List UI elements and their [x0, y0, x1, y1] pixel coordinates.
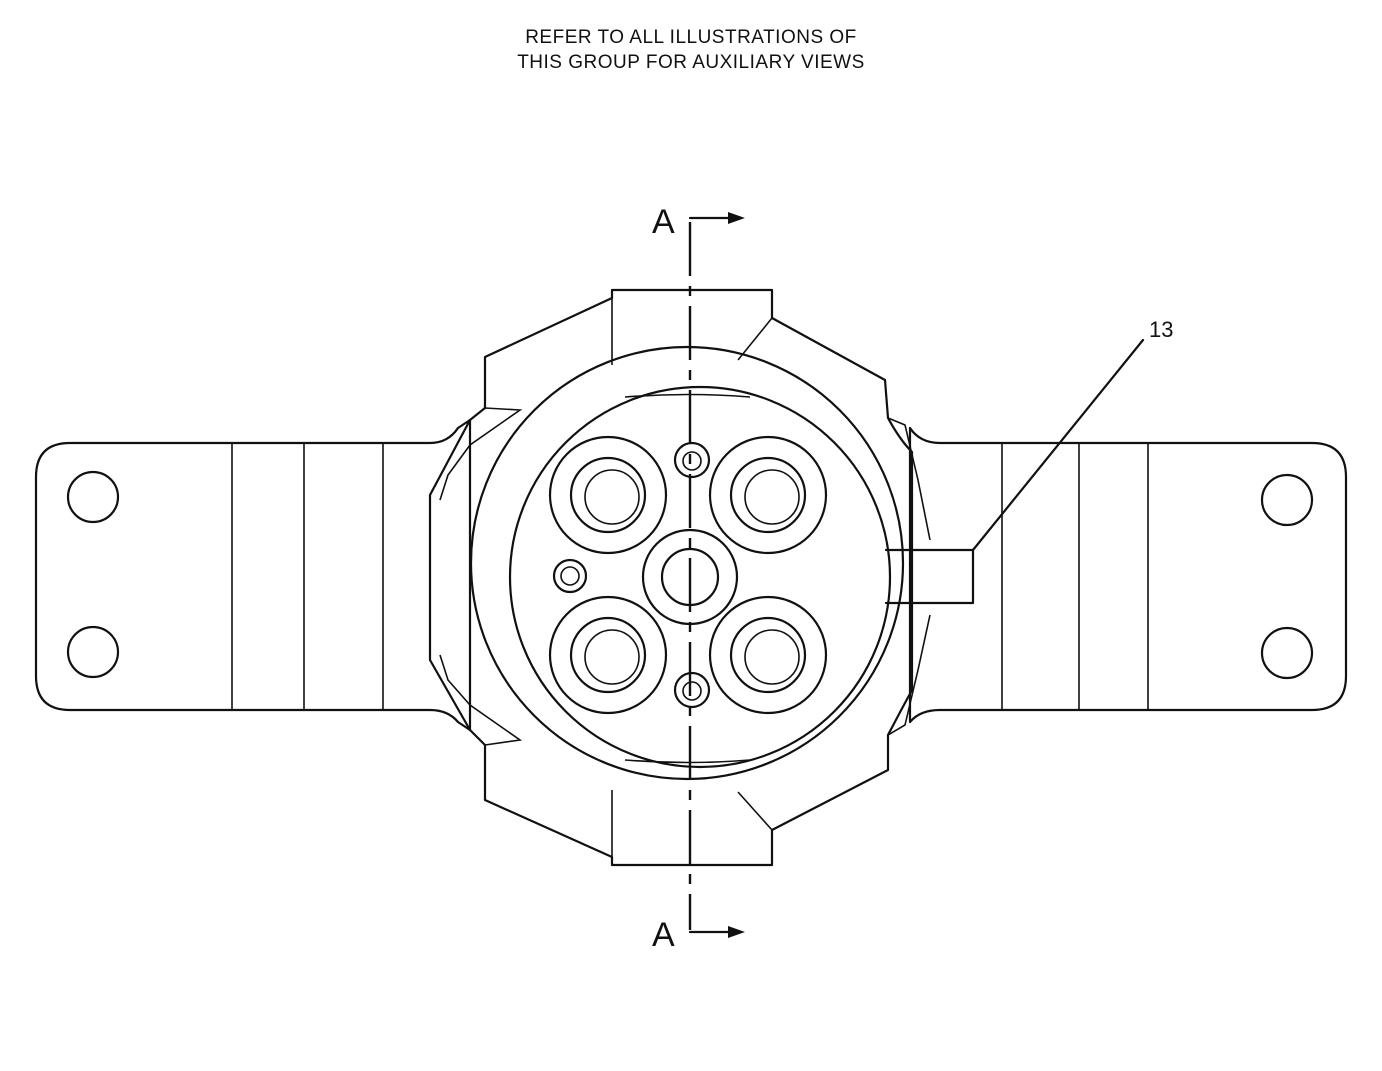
outer-face-ring	[469, 345, 905, 781]
leader-line	[971, 338, 1145, 552]
plug-bottom	[673, 671, 711, 709]
face-flat-top	[624, 393, 751, 398]
valve-housing	[428, 288, 931, 867]
bracket-hole	[66, 625, 120, 679]
face-flat-bottom	[624, 759, 751, 764]
port-lower-left	[548, 595, 668, 715]
side-pin	[884, 548, 975, 605]
inner-face-ring	[508, 385, 892, 769]
mounting-bracket	[34, 418, 1348, 732]
port-upper-right	[708, 435, 828, 555]
plug-left	[552, 558, 588, 594]
note-line-2: THIS GROUP FOR AUXILIARY VIEWS	[517, 52, 865, 73]
callout-label: 13	[1149, 317, 1173, 342]
port-upper-left	[548, 435, 668, 555]
bracket-hole	[1260, 626, 1314, 680]
bracket-hole	[66, 470, 120, 524]
section-label-bottom: A	[652, 916, 675, 954]
plug-top	[673, 441, 711, 479]
bracket-hole	[1260, 473, 1314, 527]
note-line-1: REFER TO ALL ILLUSTRATIONS OF	[525, 27, 857, 48]
section-label-top: A	[652, 203, 675, 241]
port-lower-right	[708, 595, 828, 715]
section-line	[688, 212, 745, 938]
